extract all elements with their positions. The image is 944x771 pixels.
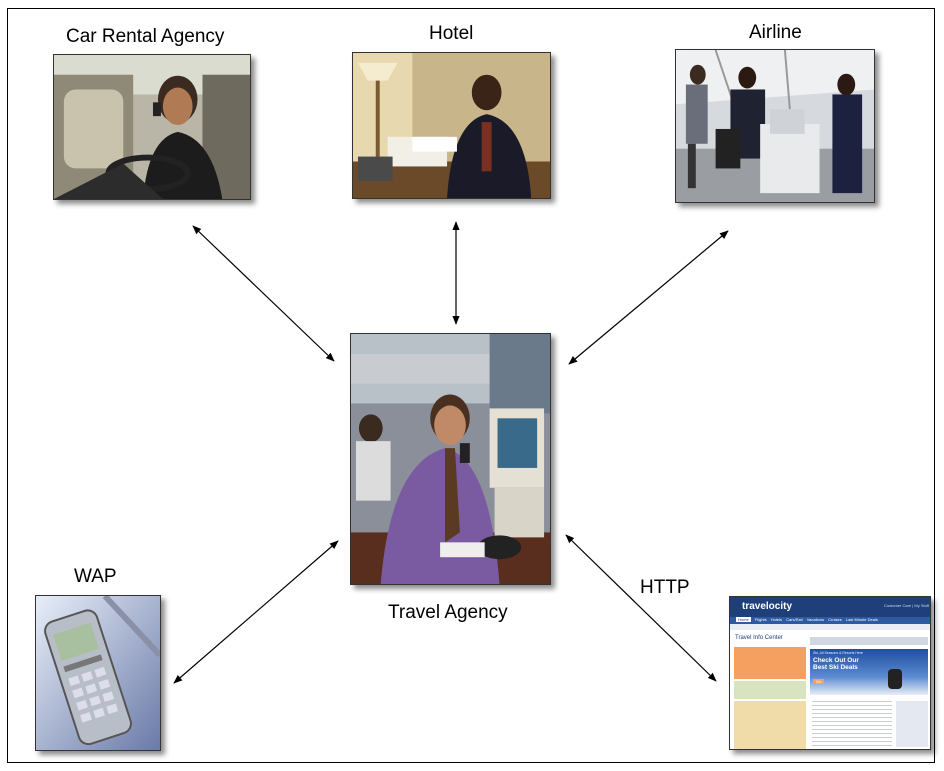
wap-label: WAP	[74, 566, 117, 587]
site-nav-tab: Hotels	[770, 617, 783, 622]
promo-headline: Check Out Our Best Ski Deals	[813, 657, 859, 671]
site-subnav	[730, 624, 930, 630]
site-nav-tab: Flights	[754, 617, 767, 622]
diagram-frame	[7, 8, 935, 763]
site-right-column	[896, 701, 928, 747]
travelocity-website-screenshot: travelocity Customer Care | My Stuff Hom…	[729, 596, 931, 750]
promo-small-text: Ski, All Seasons & Resorts Here	[813, 651, 863, 655]
site-header-links: Customer Care | My Stuff	[884, 603, 929, 608]
site-left-box-beige	[734, 701, 806, 749]
promo-go-button: Go	[813, 679, 825, 684]
car-rental-photo	[53, 54, 251, 200]
site-promo-banner: Ski, All Seasons & Resorts Here Check Ou…	[810, 649, 928, 695]
airline-label: Airline	[749, 22, 802, 43]
site-header: travelocity Customer Care | My Stuff	[730, 597, 930, 617]
site-right-tabs	[810, 637, 928, 645]
arrow-http-travel-agency	[565, 534, 717, 682]
arrow-wap-travel-agency	[173, 540, 339, 684]
site-section-title: Travel Info Center	[735, 635, 783, 641]
hotel-photo	[352, 52, 551, 199]
airline-photo	[675, 49, 875, 203]
site-nav-tab: Vacations	[806, 617, 825, 622]
site-nav-tab: Last Minute Deals	[845, 617, 878, 622]
site-left-box-orange	[734, 647, 806, 679]
site-nav: Home Flights Hotels Cars/Rail Vacations …	[730, 617, 930, 624]
travelocity-logo: travelocity	[742, 601, 793, 612]
site-nav-tab: Cars/Rail	[786, 617, 803, 622]
travel-agency-photo	[350, 333, 551, 585]
wap-phone-photo	[35, 595, 161, 751]
car-rental-label: Car Rental Agency	[66, 26, 225, 47]
site-nav-tab: Cruises	[828, 617, 842, 622]
arrow-car-rental-travel-agency	[192, 225, 335, 362]
travel-agency-label: Travel Agency	[388, 602, 508, 623]
arrow-airline-travel-agency	[568, 230, 729, 365]
site-nav-tab: Home	[736, 617, 751, 622]
skier-figure	[888, 669, 902, 689]
site-content-text	[812, 701, 892, 747]
site-left-box-green	[734, 681, 806, 699]
hotel-label: Hotel	[429, 23, 474, 44]
